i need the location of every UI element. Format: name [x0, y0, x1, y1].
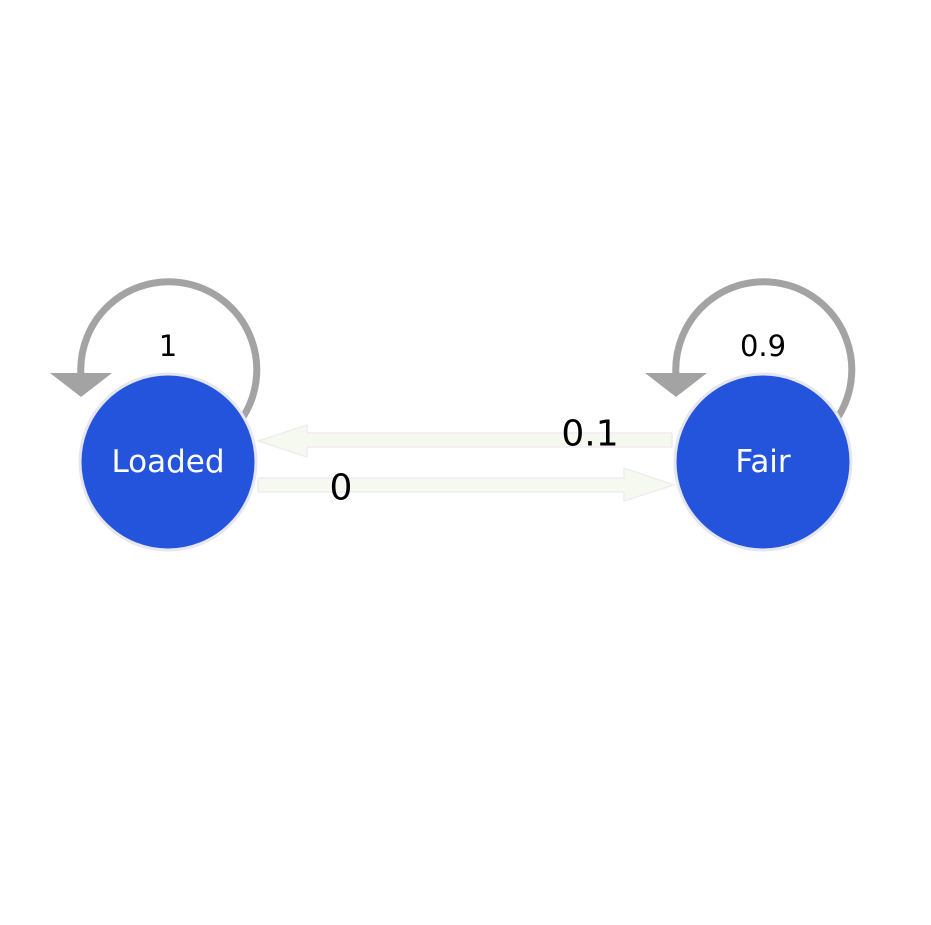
node-fair-label: Fair — [735, 444, 791, 480]
edge-loaded-to-fair-arrow — [257, 466, 677, 503]
edge-loaded-self-label: 1 — [159, 329, 177, 363]
edge-fair-self-arrowhead — [645, 373, 707, 397]
edge-loaded-self-loop — [77, 278, 261, 422]
node-fair — [673, 372, 853, 552]
edge-fair-self-label: 0.9 — [740, 329, 786, 363]
edge-fair-self-loop — [672, 278, 856, 422]
edge-fair-to-loaded-arrow — [255, 423, 673, 459]
node-loaded-label: Loaded — [111, 444, 224, 480]
edge-fair-to-loaded-label: 0.1 — [561, 414, 618, 455]
edge-loaded-self-arrowhead — [50, 373, 112, 397]
edge-loaded-to-fair-label: 0 — [330, 468, 353, 509]
node-loaded — [78, 372, 258, 552]
